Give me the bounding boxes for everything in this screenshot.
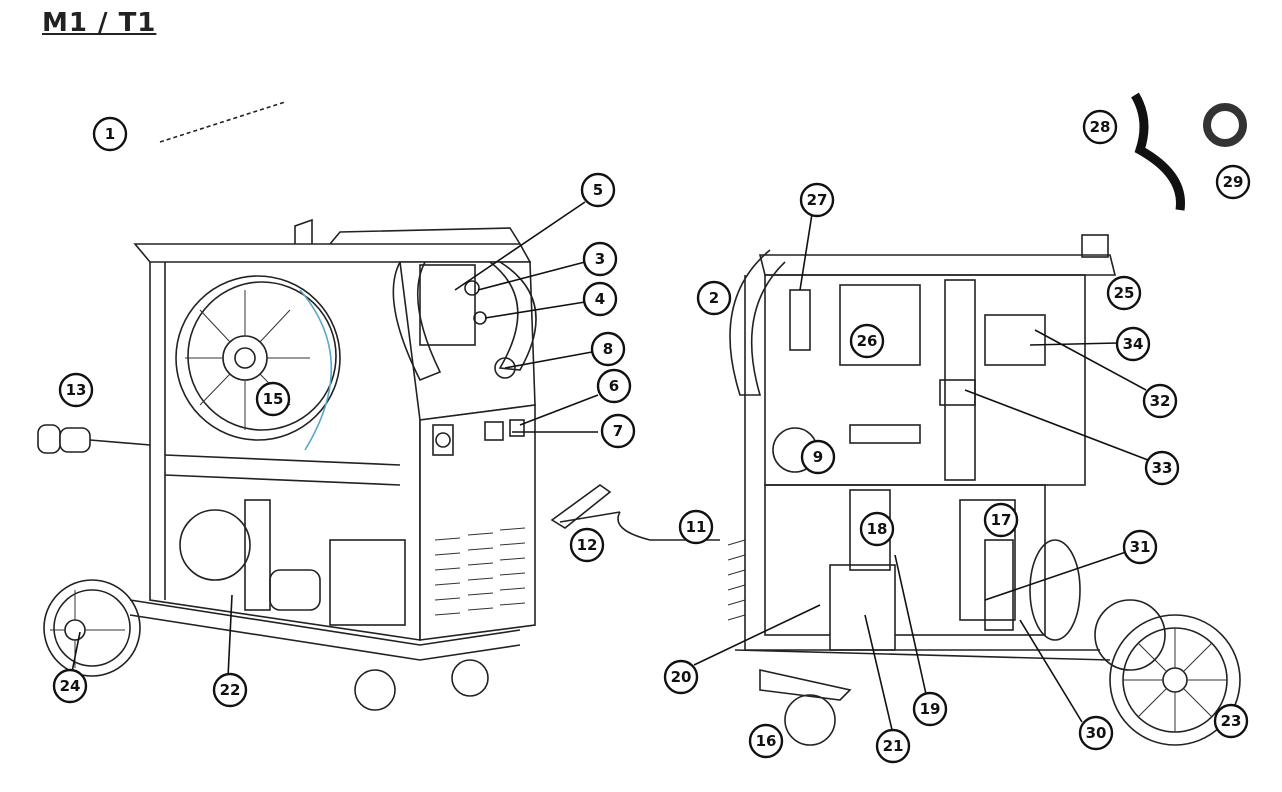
callout-4: 4 — [582, 281, 618, 317]
svg-text:1: 1 — [105, 125, 115, 143]
callout-15: 15 — [255, 381, 291, 417]
side-lower-cavity — [764, 484, 1046, 636]
callout-17: 17 — [983, 502, 1019, 538]
svg-text:6: 6 — [609, 377, 619, 395]
callout-21: 21 — [875, 728, 911, 764]
callout-25: 25 — [1106, 275, 1142, 311]
svg-text:5: 5 — [593, 181, 603, 199]
svg-text:29: 29 — [1223, 173, 1244, 191]
callout-26: 26 — [849, 323, 885, 359]
leader-lines — [71, 201, 1149, 735]
machine-front-view — [37, 101, 537, 711]
callout-11: 11 — [678, 509, 714, 545]
svg-text:11: 11 — [686, 518, 707, 536]
callout-19: 19 — [912, 691, 948, 727]
svg-text:13: 13 — [66, 381, 87, 399]
chain-part — [159, 101, 286, 143]
svg-text:20: 20 — [671, 668, 692, 686]
callout-16: 16 — [748, 723, 784, 759]
svg-text:22: 22 — [220, 681, 241, 699]
callout-22: 22 — [212, 672, 248, 708]
svg-text:2: 2 — [709, 289, 719, 307]
trolley-base — [129, 599, 521, 646]
callout-28: 28 — [1082, 109, 1118, 145]
callout-3: 3 — [582, 241, 618, 277]
svg-text:30: 30 — [1086, 724, 1107, 742]
callout-6: 6 — [596, 368, 632, 404]
callout-2: 2 — [696, 280, 732, 316]
svg-text:19: 19 — [920, 700, 941, 718]
svg-text:4: 4 — [595, 290, 605, 308]
svg-text:9: 9 — [813, 448, 823, 466]
svg-text:27: 27 — [807, 191, 828, 209]
svg-text:31: 31 — [1130, 538, 1151, 556]
machine-side-view — [550, 92, 1247, 746]
callout-13: 13 — [58, 372, 94, 408]
svg-text:8: 8 — [603, 340, 613, 358]
svg-text:28: 28 — [1090, 118, 1111, 136]
callout-12: 12 — [569, 527, 605, 563]
callout-27: 27 — [799, 182, 835, 218]
svg-text:34: 34 — [1123, 335, 1144, 353]
svg-text:16: 16 — [756, 732, 777, 750]
wire-spool — [175, 275, 341, 441]
callout-1: 1 — [92, 116, 128, 152]
ring-part — [1203, 103, 1247, 147]
castor-wheel — [354, 669, 396, 711]
svg-text:33: 33 — [1152, 459, 1173, 477]
callout-5: 5 — [580, 172, 616, 208]
top-lid — [133, 243, 532, 263]
callout-33: 33 — [1144, 450, 1180, 486]
svg-text:24: 24 — [60, 677, 81, 695]
earth-clamp — [550, 484, 612, 529]
callout-8: 8 — [590, 331, 626, 367]
callout-23: 23 — [1213, 703, 1249, 739]
castor-wheel-right — [784, 694, 836, 746]
callout-24: 24 — [52, 668, 88, 704]
callout-7: 7 — [600, 413, 636, 449]
svg-text:25: 25 — [1114, 284, 1135, 302]
svg-text:26: 26 — [857, 332, 878, 350]
svg-text:7: 7 — [613, 422, 623, 440]
callout-30: 30 — [1078, 715, 1114, 751]
callout-18: 18 — [859, 511, 895, 547]
svg-text:32: 32 — [1150, 392, 1171, 410]
svg-text:23: 23 — [1221, 712, 1242, 730]
callout-29: 29 — [1215, 164, 1251, 200]
svg-text:18: 18 — [867, 520, 888, 538]
svg-text:17: 17 — [991, 511, 1012, 529]
callout-20: 20 — [663, 659, 699, 695]
callout-9: 9 — [800, 439, 836, 475]
callout-34: 34 — [1115, 326, 1151, 362]
big-wheel — [1109, 614, 1241, 746]
callout-32: 32 — [1142, 383, 1178, 419]
page-title: M1 / T1 — [42, 8, 157, 38]
svg-text:15: 15 — [263, 390, 284, 408]
svg-text:3: 3 — [595, 250, 605, 268]
hose-part — [1131, 92, 1185, 211]
rear-wheel — [43, 579, 141, 677]
svg-text:12: 12 — [577, 536, 598, 554]
cabinet-frame — [149, 262, 421, 641]
callout-31: 31 — [1122, 529, 1158, 565]
svg-text:21: 21 — [883, 737, 904, 755]
